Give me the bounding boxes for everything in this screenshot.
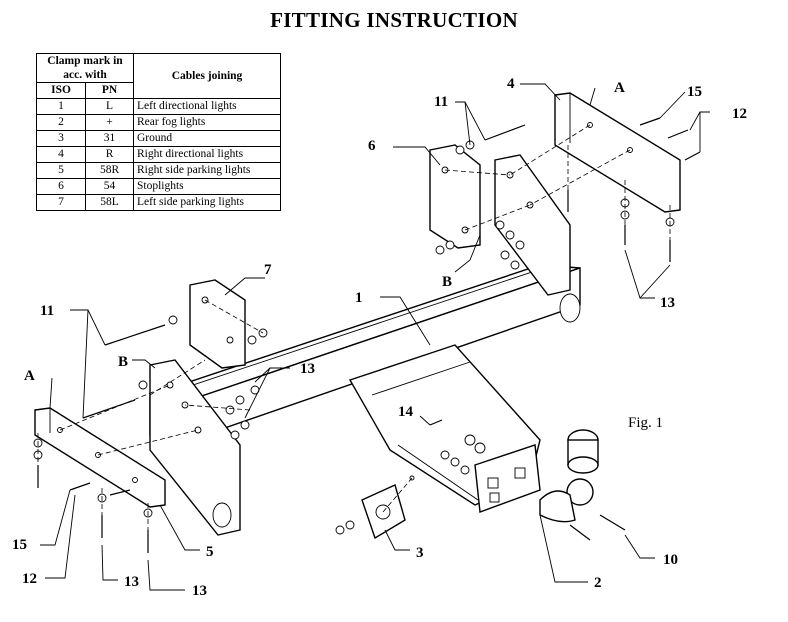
figure-label: Fig. 1 bbox=[628, 415, 663, 431]
alignment-lines bbox=[37, 124, 671, 530]
cell-iso: 7 bbox=[35, 194, 87, 211]
left-side-plate bbox=[149, 359, 241, 536]
cell-cable: Left side parking lights bbox=[133, 194, 281, 211]
callout-12-right: 12 bbox=[732, 106, 747, 122]
callout-13-mid: 13 bbox=[300, 361, 315, 377]
callout-13-bottom-1: 13 bbox=[124, 574, 139, 590]
header-pn: PN bbox=[85, 82, 134, 99]
callout-11-left: 11 bbox=[40, 303, 54, 319]
callout-5: 5 bbox=[206, 544, 214, 560]
callout-6: 6 bbox=[368, 138, 376, 154]
callout-A-left: A bbox=[24, 368, 35, 384]
right-clamp-bar bbox=[554, 92, 681, 213]
header-cables-joining: Cables joining bbox=[133, 53, 281, 99]
callout-12-left: 12 bbox=[22, 571, 37, 587]
cell-cable: Right directional lights bbox=[133, 146, 281, 163]
callout-B-top: B bbox=[442, 274, 452, 290]
bolts bbox=[37, 117, 701, 553]
callout-15-top: 15 bbox=[687, 84, 702, 100]
callout-10: 10 bbox=[663, 552, 678, 568]
callout-4: 4 bbox=[507, 76, 515, 92]
leader-lines bbox=[40, 83, 710, 591]
left-clamp-bar bbox=[34, 407, 166, 508]
callout-13-right: 13 bbox=[660, 295, 675, 311]
central-bracket bbox=[348, 344, 541, 513]
cell-iso: 4 bbox=[35, 146, 87, 163]
callout-2: 2 bbox=[594, 575, 602, 591]
page-title: FITTING INSTRUCTION bbox=[270, 8, 518, 32]
callout-13-bottom-2: 13 bbox=[192, 583, 207, 599]
cell-pn: 58R bbox=[85, 162, 134, 179]
callout-3: 3 bbox=[416, 545, 424, 561]
plate-7 bbox=[189, 279, 246, 369]
callout-A-top: A bbox=[614, 80, 625, 96]
plate-6 bbox=[429, 144, 481, 249]
towball bbox=[539, 429, 599, 523]
callout-labels: 1 2 3 4 5 6 7 10 11 11 12 12 13 13 13 13… bbox=[12, 76, 747, 599]
callout-15-left: 15 bbox=[12, 537, 27, 553]
header-clamp-mark: Clamp mark in acc. with bbox=[36, 53, 134, 83]
callout-7: 7 bbox=[264, 262, 272, 278]
cell-cable: Stoplights bbox=[133, 178, 281, 195]
washers-and-nuts bbox=[33, 140, 675, 535]
callout-B-left: B bbox=[118, 354, 128, 370]
callout-14: 14 bbox=[398, 404, 414, 420]
callout-1: 1 bbox=[355, 290, 363, 306]
clamp-mark-table: Clamp mark in acc. with Cables joining I… bbox=[35, 53, 281, 211]
right-side-plate bbox=[494, 154, 571, 296]
callout-11-top: 11 bbox=[434, 94, 448, 110]
cell-cable: Right side parking lights bbox=[133, 162, 281, 179]
